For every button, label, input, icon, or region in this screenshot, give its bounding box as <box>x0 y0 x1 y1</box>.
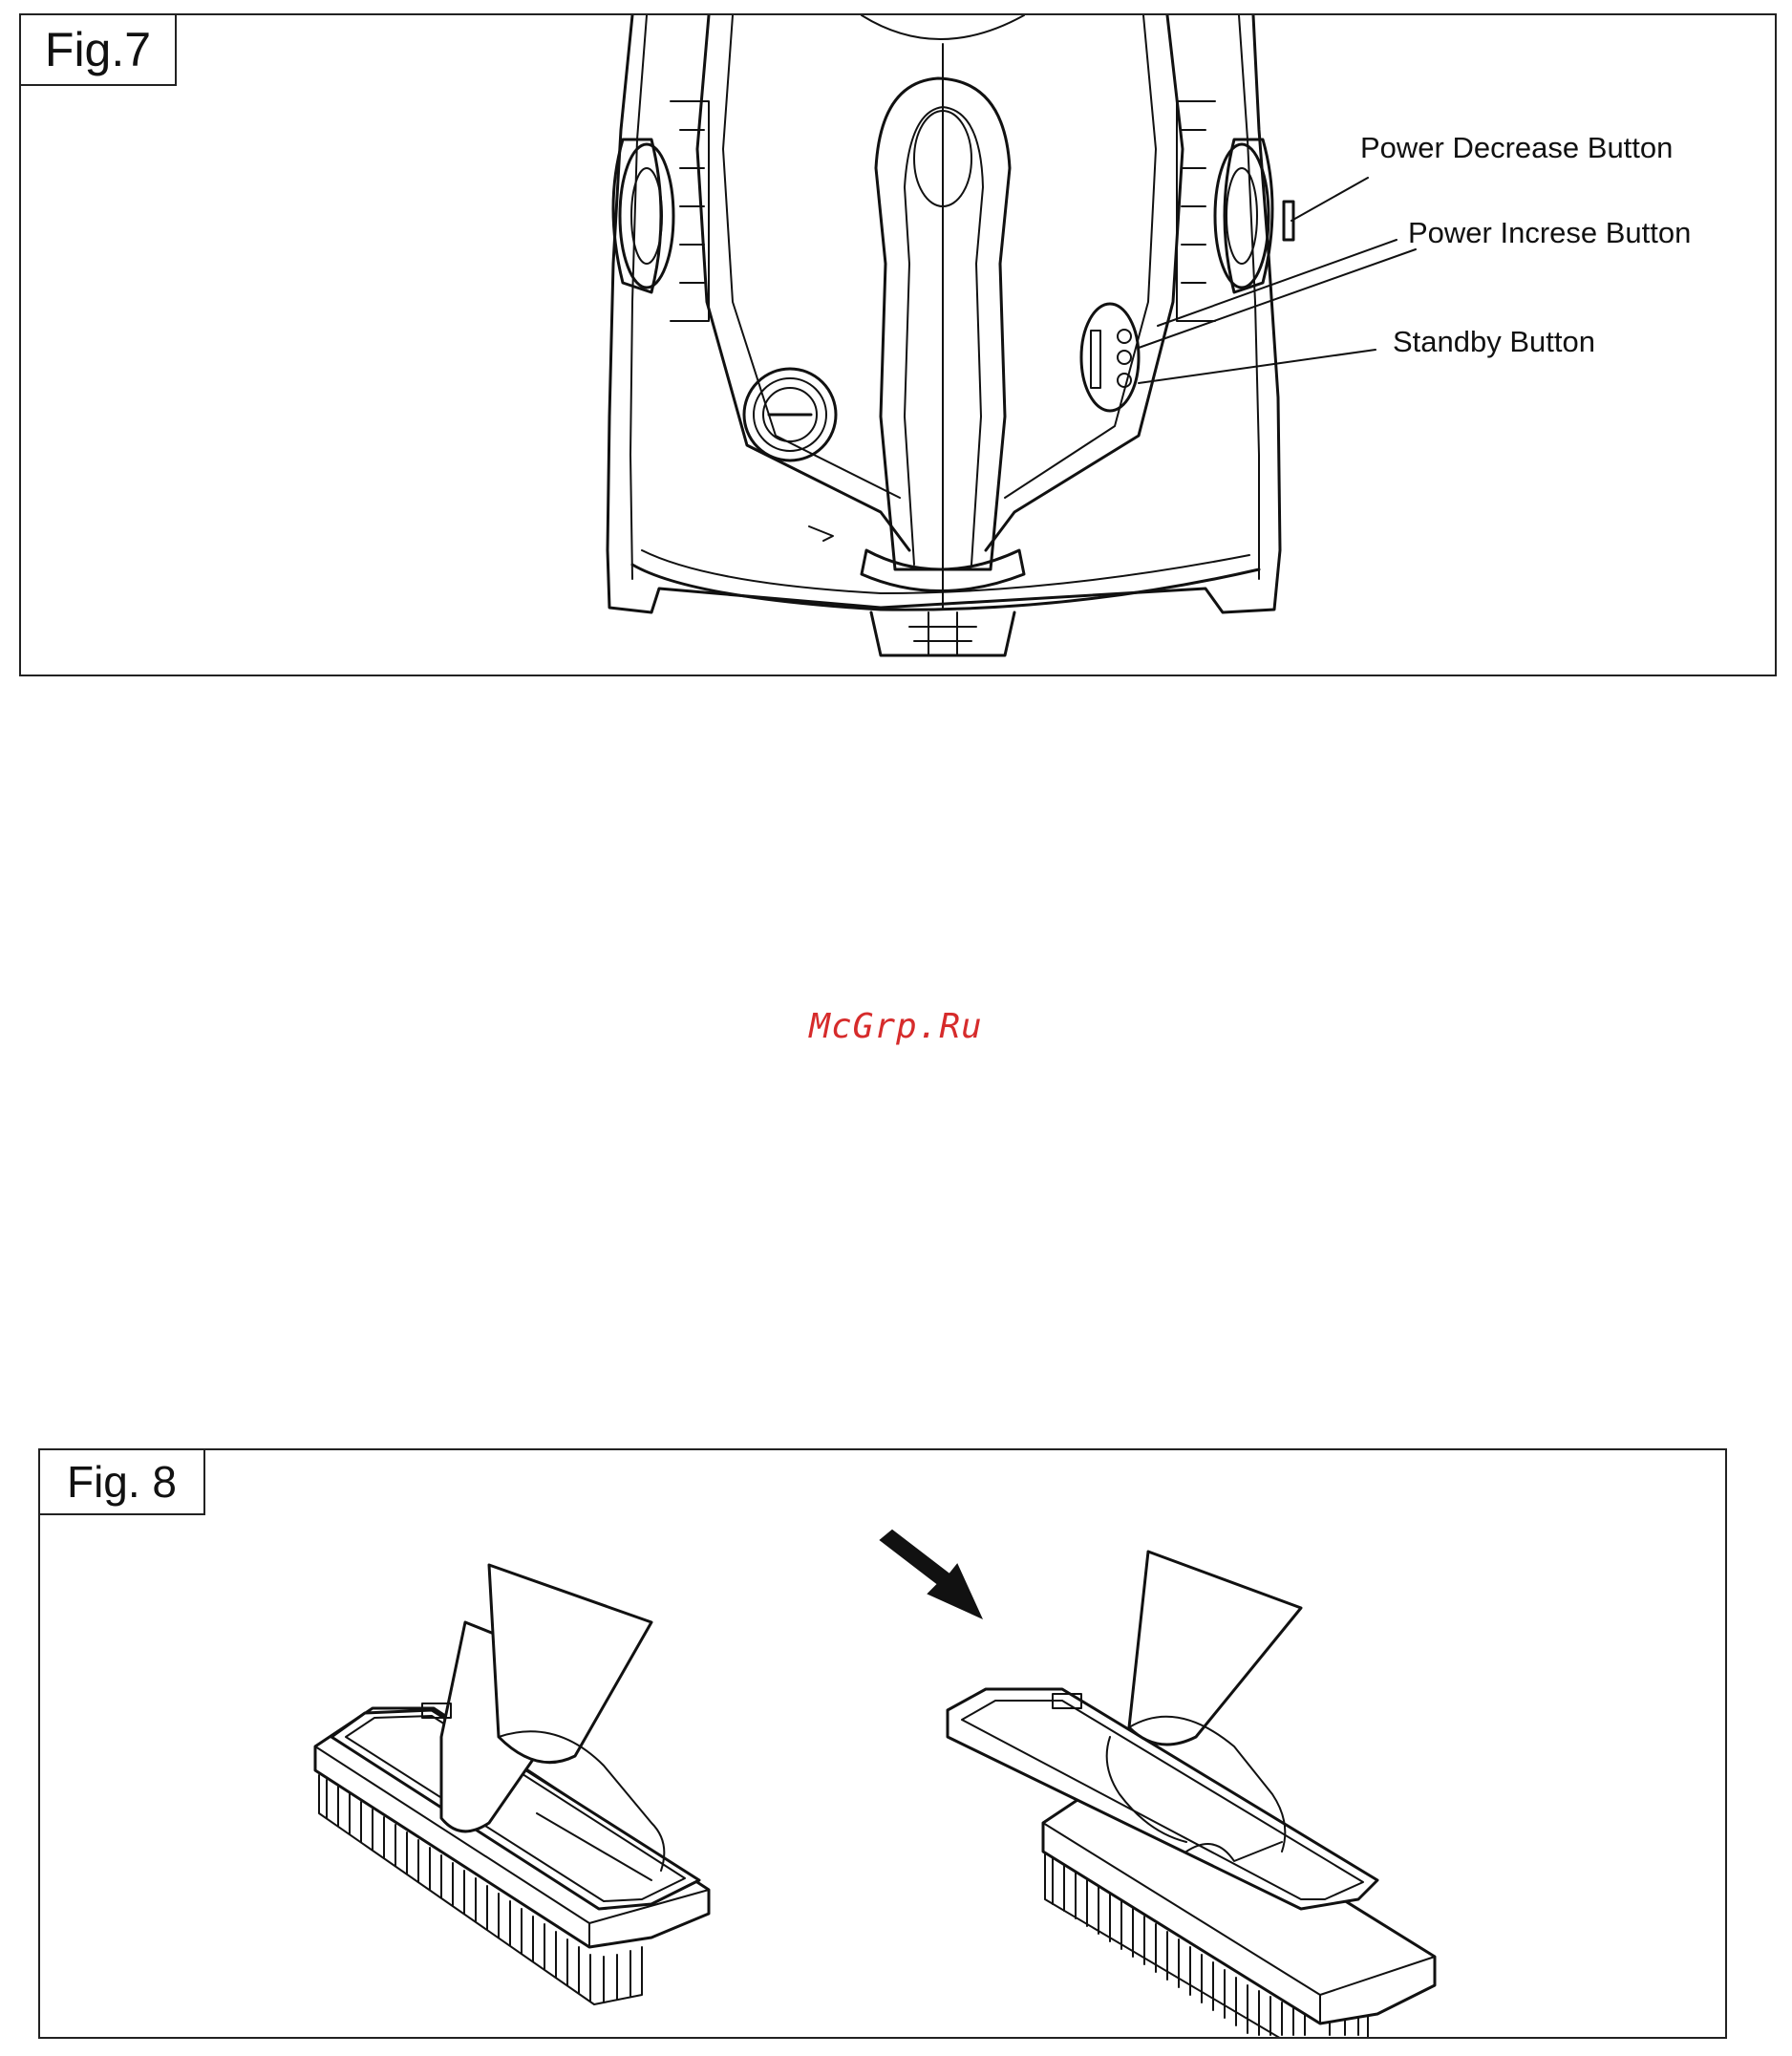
power-decrease-label: Power Decrease Button <box>1360 131 1673 164</box>
push-direction-arrow <box>881 1531 981 1617</box>
power-decrease-button-shape <box>1118 330 1131 343</box>
brush-closed-illustration <box>315 1565 709 2004</box>
power-increase-label: Power Increse Button <box>1408 216 1691 249</box>
standby-label: Standby Button <box>1393 325 1595 358</box>
standby-button-shape <box>1118 374 1131 387</box>
power-decrease-leader-line <box>1291 178 1368 221</box>
figure-8: Fig. 8 <box>38 1448 1727 2039</box>
power-increase-button-shape <box>1118 351 1131 364</box>
vacuum-top-view-drawing: Power Decrease Button Power Increse Butt… <box>21 15 1775 675</box>
figure-7: Fig.7 <box>19 13 1777 676</box>
brush-attachment-drawing <box>40 1450 1725 2037</box>
brush-open-illustration <box>948 1552 1435 2037</box>
power-increase-leader-line <box>1139 249 1416 348</box>
watermark-text: McGrp.Ru <box>0 1007 1792 1046</box>
